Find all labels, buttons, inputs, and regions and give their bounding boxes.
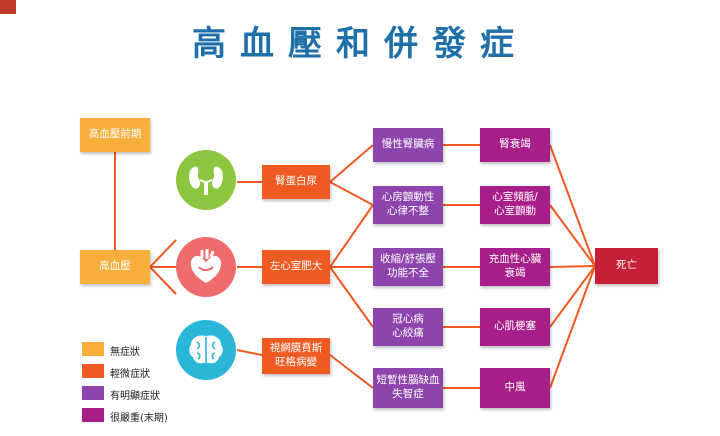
legend-swatch	[82, 386, 104, 400]
node-mi: 心肌梗塞	[480, 308, 550, 346]
node-hypertension: 高血壓	[80, 250, 150, 284]
corner-marker	[0, 0, 16, 14]
brain-circle	[176, 320, 236, 380]
node-ckd: 慢性腎臟病	[373, 128, 443, 162]
node-cad: 冠心病 心絞痛	[373, 308, 443, 346]
node-prehypertension: 高血壓前期	[80, 118, 150, 152]
node-af: 心房顫動性 心律不整	[373, 186, 443, 224]
legend-swatch	[82, 364, 104, 378]
brain-icon	[189, 335, 223, 364]
node-death: 死亡	[595, 248, 658, 284]
legend-label: 輕微症狀	[110, 369, 150, 380]
legend-label: 有明顯症狀	[110, 391, 160, 402]
node-tia: 短暫性腦缺血 失智症	[373, 368, 443, 408]
node-vt: 心室頻脈/ 心室顫動	[480, 186, 550, 224]
legend-label: 無症狀	[110, 347, 140, 358]
heart-icon	[190, 249, 222, 283]
kidney-icon	[189, 166, 223, 195]
legend-swatch	[82, 342, 104, 356]
node-renal-failure: 腎衰竭	[480, 128, 550, 162]
kidney-circle	[176, 150, 236, 210]
node-chf: 充血性心臟 衰竭	[480, 248, 550, 286]
node-stroke: 中風	[480, 368, 550, 408]
node-retinopathy: 視網膜賁斯 旺格病變	[262, 338, 330, 374]
legend-label: 很嚴重(末期)	[110, 413, 168, 424]
node-lvh: 左心室肥大	[262, 250, 330, 284]
node-proteinuria: 腎蛋白尿	[262, 165, 330, 199]
node-dysfunction: 收縮/舒張壓 功能不全	[373, 248, 443, 286]
page-title: 高血壓和併發症	[192, 24, 528, 64]
heart-circle	[176, 237, 236, 297]
legend-swatch	[82, 408, 104, 422]
